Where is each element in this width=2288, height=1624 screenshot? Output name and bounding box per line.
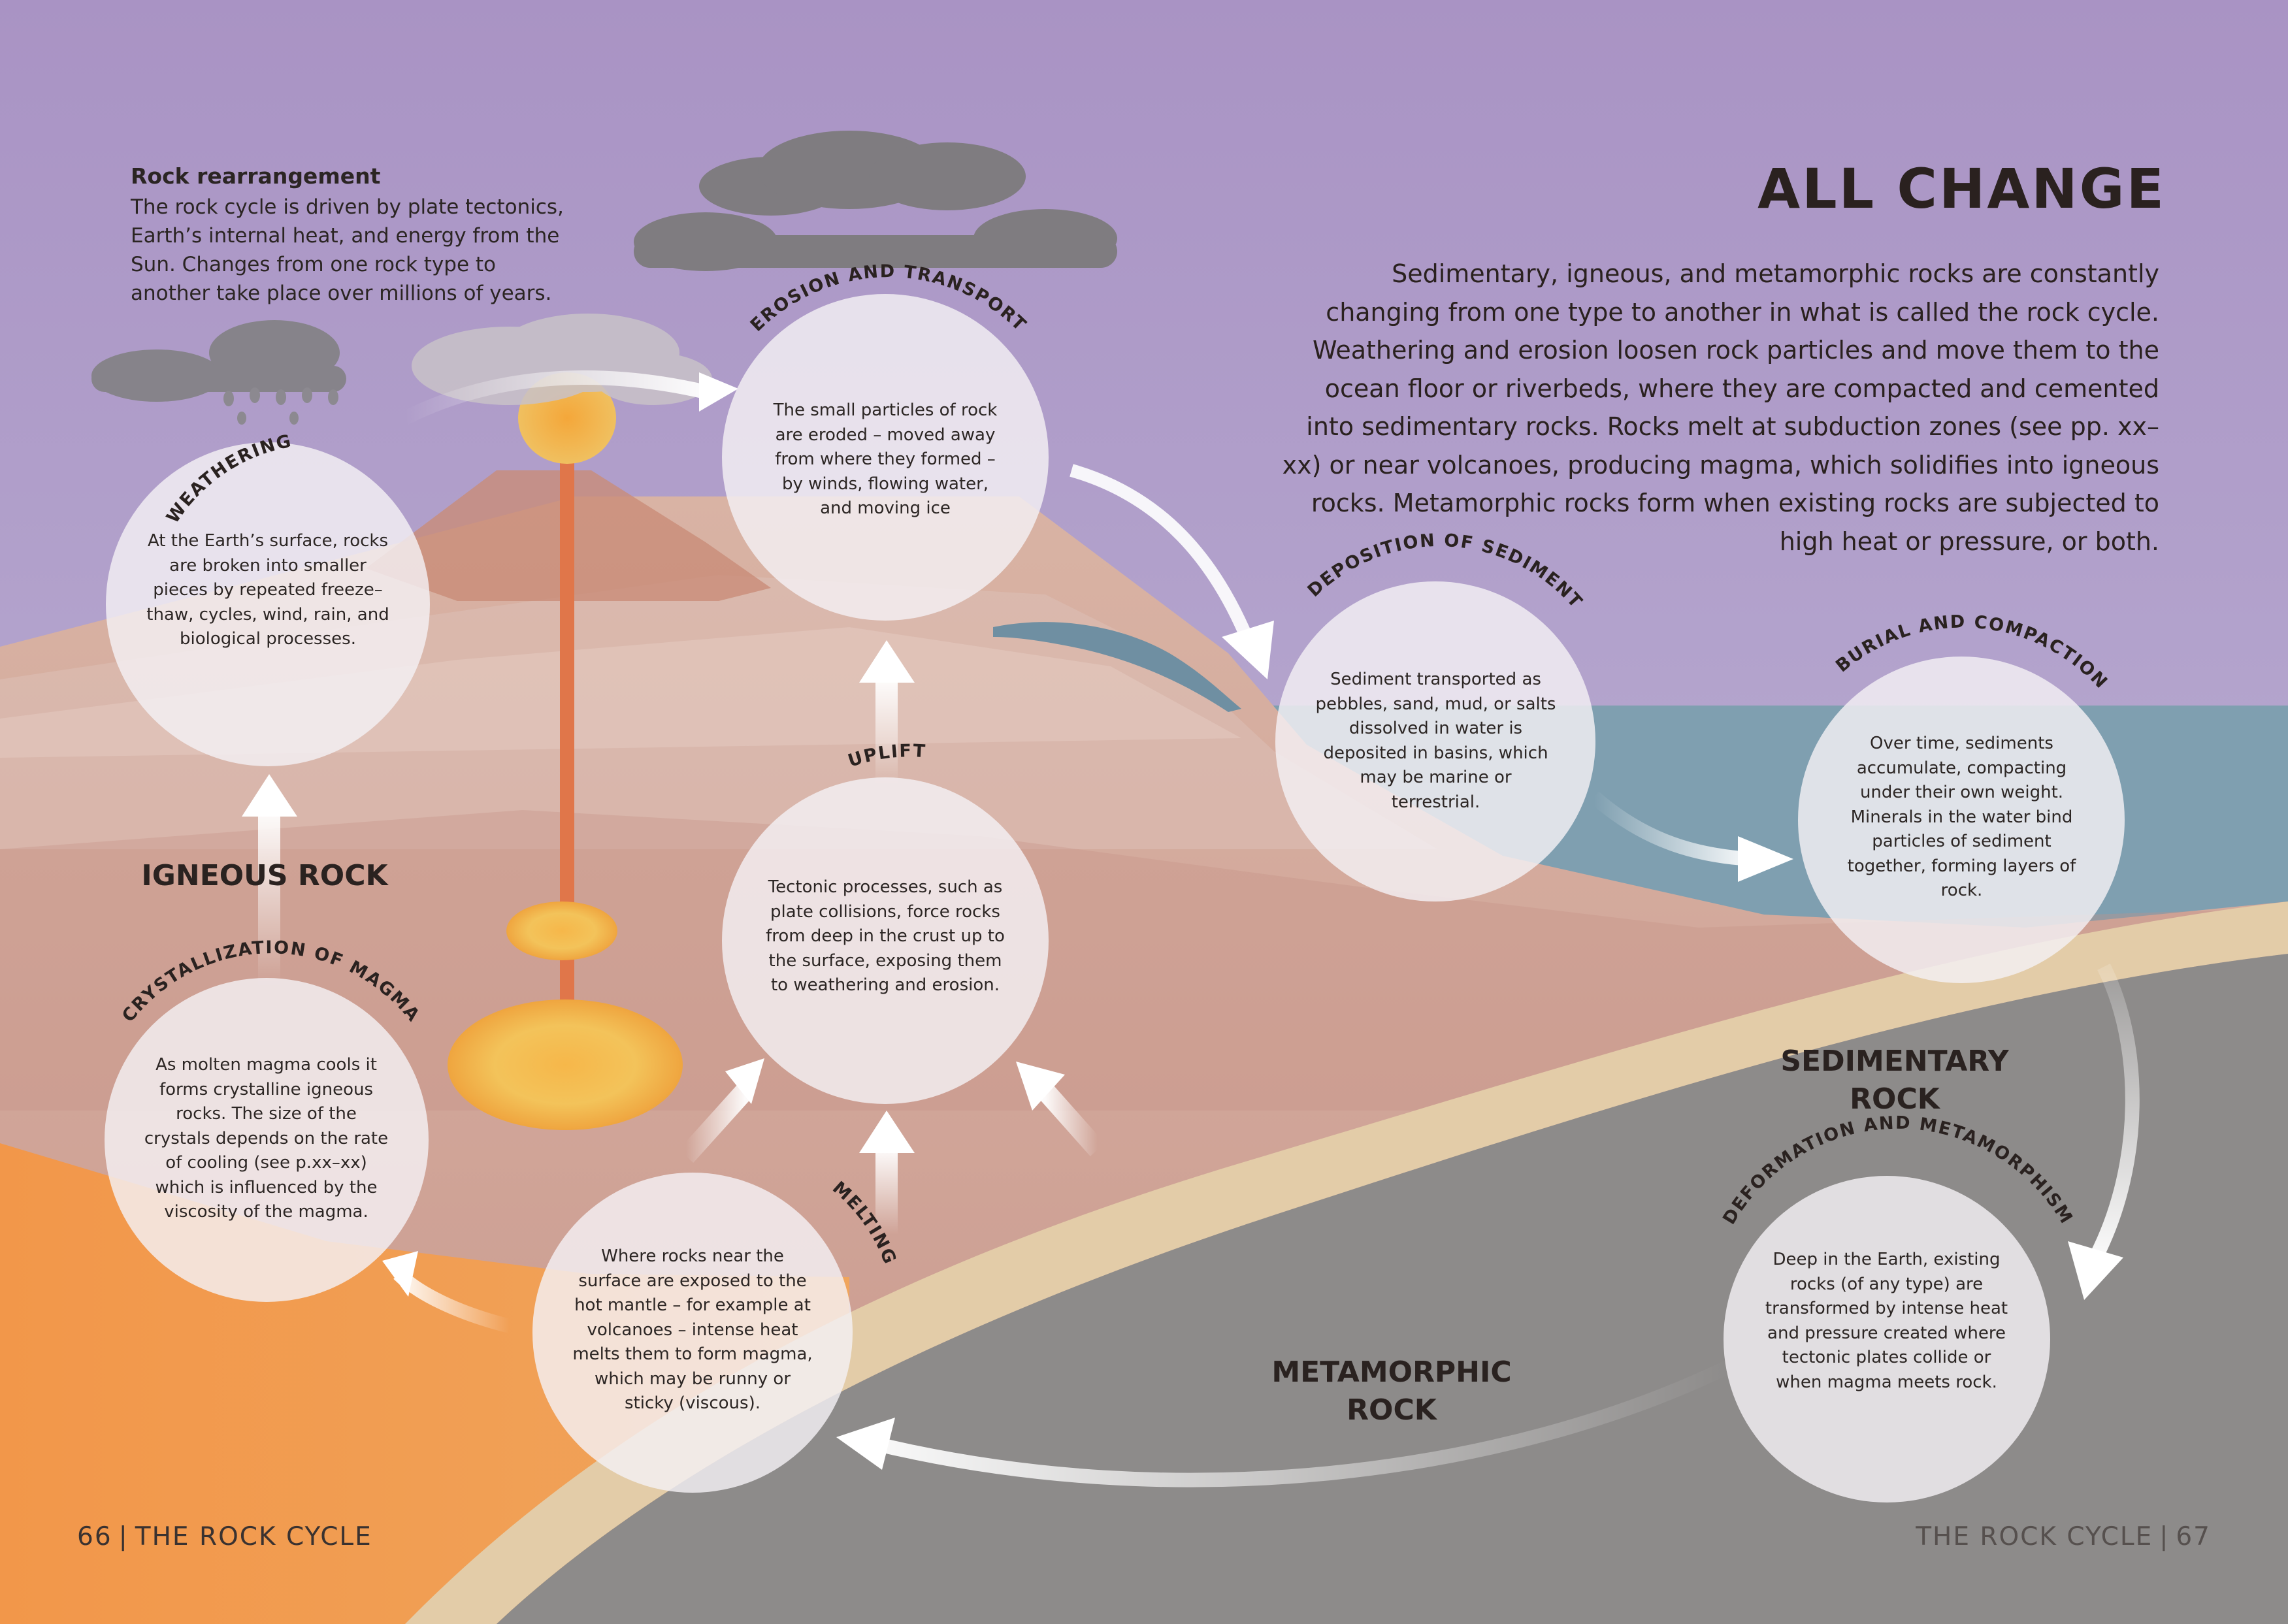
arrowhead-uplift-right: [1016, 1062, 1065, 1111]
uplift-description: Tectonic processes, such as plate collis…: [766, 877, 1005, 995]
metamorphic-line-2: ROCK: [1347, 1393, 1437, 1427]
arrow-crystallization-to-weathering: [258, 810, 280, 986]
page-title: ALL CHANGE: [1757, 157, 2166, 221]
footer-separator-left: |: [118, 1522, 129, 1551]
arrow-deep-to-uplift-right: [1038, 1084, 1105, 1156]
sidebar-title: Rock rearrangement: [131, 163, 381, 189]
sedimentary-rock-label: SEDIMENTARY ROCK: [1731, 1043, 2058, 1118]
arrowhead-uplift-left: [725, 1058, 764, 1104]
page-number-left: 66: [77, 1522, 112, 1551]
footer-separator-right: |: [2159, 1522, 2170, 1551]
stage-circles: [105, 294, 2125, 1502]
storm-cloud-top: [634, 131, 1117, 271]
circle-weathering: [106, 442, 430, 766]
metamorphic-line-1: METAMORPHIC: [1271, 1356, 1512, 1389]
circle-melting: [532, 1173, 853, 1493]
burial-description: Over time, sediments accumulate, compact…: [1847, 734, 2076, 900]
sedimentary-line-1: SEDIMENTARY: [1780, 1045, 2009, 1078]
footer-left: 66|THE ROCK CYCLE: [77, 1522, 372, 1551]
circle-crystallization: [105, 978, 429, 1302]
arrowhead-uplift-center: [859, 1111, 915, 1153]
sidebar-body: The rock cycle is driven by plate tecton…: [131, 195, 564, 305]
arrowhead-erosion-up: [859, 640, 915, 683]
circle-deformation: [1724, 1176, 2050, 1502]
sedimentary-line-2: ROCK: [1850, 1082, 1940, 1116]
melting-description: Where rocks near the surface are exposed…: [572, 1246, 813, 1413]
igneous-rock-text: IGNEOUS ROCK: [141, 859, 388, 892]
circle-uplift: [722, 777, 1049, 1104]
arrow-burial-to-deformation: [2091, 964, 2140, 1258]
arrow-erosion-to-deposition: [1070, 464, 1254, 643]
magma-chamber: [448, 999, 683, 1130]
arrowhead-deposition: [1222, 621, 1274, 679]
arrow-melting-to-uplift-left: [678, 1084, 753, 1163]
circle-erosion: [722, 294, 1049, 621]
arrowhead-weathering: [242, 774, 297, 817]
metamorphic-rock-label: METAMORPHIC ROCK: [1215, 1354, 1568, 1429]
intro-paragraph: Sedimentary, igneous, and metamorphic ro…: [1282, 259, 2159, 556]
circle-deposition: [1275, 581, 1595, 901]
crystallization-description: As molten magma cools it forms crystalli…: [144, 1055, 389, 1222]
arrowhead-deformation: [2068, 1241, 2123, 1300]
rain-drops: [223, 387, 338, 425]
cycle-arrows: [242, 370, 2140, 1487]
arrow-weathering-to-erosion: [402, 370, 708, 425]
circle-burial: [1798, 657, 2125, 983]
footer-title-left: THE ROCK CYCLE: [135, 1522, 372, 1551]
page-number-right: 67: [2176, 1522, 2211, 1551]
arrow-deformation-to-melting: [874, 1359, 1735, 1487]
magma-pocket-small: [506, 901, 617, 960]
arrow-melting-to-uplift-center: [875, 1150, 898, 1235]
weathering-description: At the Earth’s surface, rocks are broken…: [146, 531, 389, 649]
arrow-deposition-to-burial: [1589, 791, 1752, 866]
arrowhead-erosion: [699, 372, 738, 412]
deformation-description: Deep in the Earth, existing rocks (of an…: [1765, 1250, 2008, 1392]
erosion-description: The small particles of rock are eroded –…: [773, 400, 998, 518]
footer-title-right: THE ROCK CYCLE: [1916, 1522, 2153, 1551]
igneous-rock-label: IGNEOUS ROCK: [105, 857, 425, 895]
rain-cloud: [91, 320, 346, 402]
arrowhead-crystallization: [382, 1251, 418, 1297]
arrowhead-melting: [836, 1418, 895, 1470]
river: [993, 622, 1241, 712]
deposition-description: Sediment transported as pebbles, sand, m…: [1315, 670, 1556, 812]
arrowhead-burial: [1738, 836, 1793, 882]
arrow-uplift-to-erosion: [875, 679, 898, 784]
footer-right: THE ROCK CYCLE|67: [1916, 1522, 2211, 1551]
